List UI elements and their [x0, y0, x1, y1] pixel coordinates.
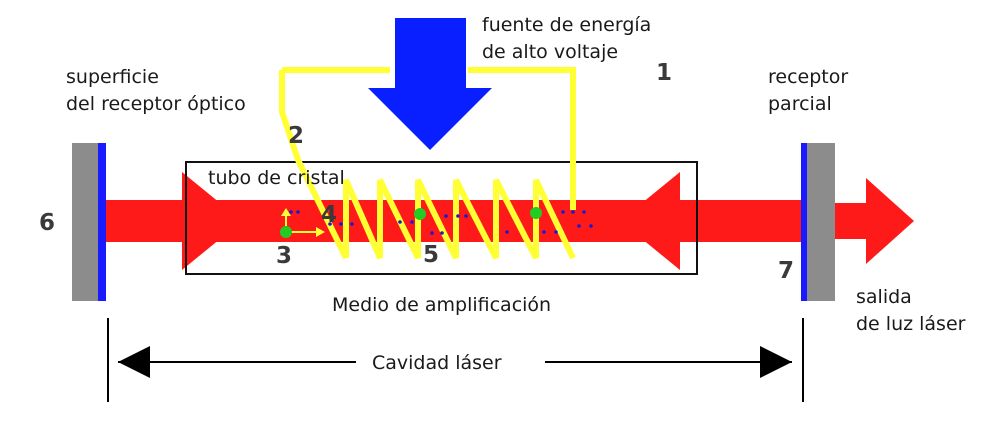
number-2: 2 — [288, 123, 304, 149]
number-6: 6 — [39, 210, 55, 236]
tube-label: tubo de cristal — [208, 167, 345, 189]
cavity-label: Cavidad láser — [372, 352, 502, 374]
number-1: 1 — [656, 60, 672, 86]
photon-emission-arrows — [281, 208, 325, 237]
mirror-left-label-line2: del receptor óptico — [66, 93, 246, 115]
photons — [289, 210, 593, 235]
medium-label: Medio de amplificación — [332, 294, 551, 316]
number-5: 5 — [423, 242, 439, 268]
output-beam-arrow — [866, 178, 914, 264]
output-label-line2: de luz láser — [856, 313, 966, 335]
source-label-line1: fuente de energía — [482, 14, 651, 36]
energy-source-arrow — [368, 18, 492, 150]
excited-atoms — [280, 207, 542, 238]
number-7: 7 — [778, 258, 794, 284]
excitation-coil — [279, 67, 576, 260]
cavity-dimension — [107, 318, 804, 402]
mirror-left — [72, 143, 106, 301]
mirror-right-label-line2: parcial — [768, 93, 832, 115]
mirror-left-label-line1: superficie — [66, 66, 159, 88]
number-4: 4 — [321, 202, 337, 228]
glass-tube — [185, 161, 698, 275]
mirror-right-label-line1: receptor — [768, 66, 848, 88]
output-label-line1: salida — [856, 286, 912, 308]
source-label-line2: de alto voltaje — [482, 41, 618, 63]
mirror-right — [801, 143, 835, 301]
number-3: 3 — [276, 243, 292, 269]
